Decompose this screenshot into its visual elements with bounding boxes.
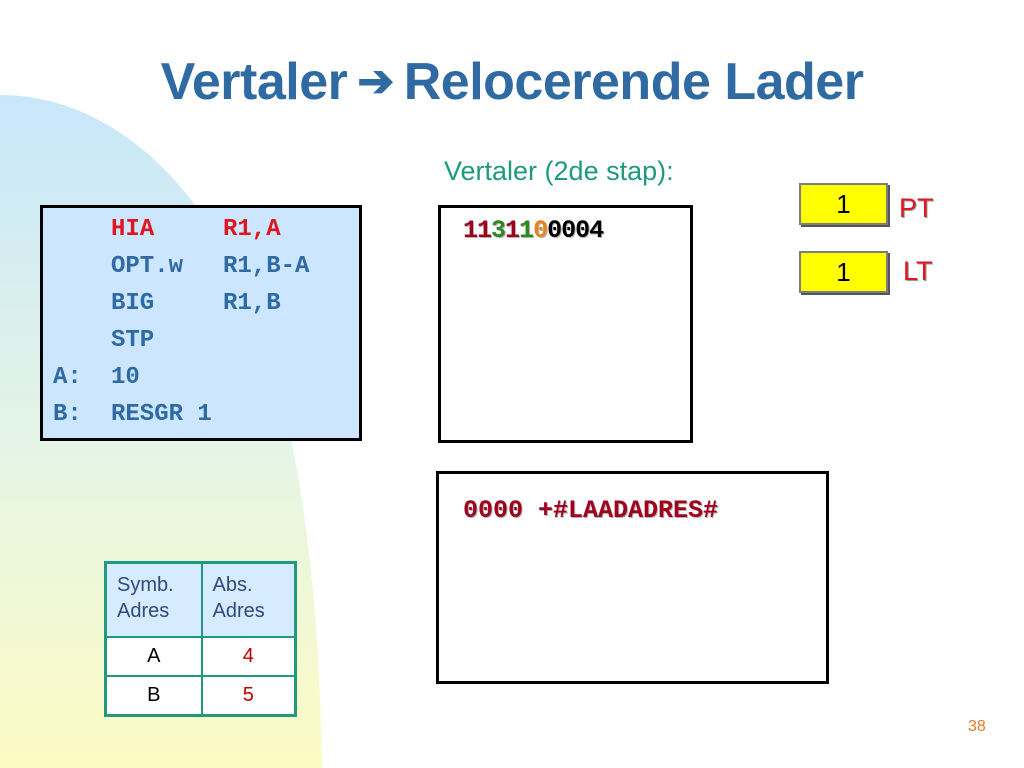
title-left: Vertaler [160, 53, 348, 111]
load-box: 0000 +#LAADADRES# [436, 471, 829, 684]
table-row: B 5 [104, 674, 297, 716]
code-line: A: 10 [53, 364, 223, 391]
table-cell-symbol: A [104, 635, 203, 677]
table-header-row: Symb. Adres Abs. Adres [104, 561, 297, 638]
arrow-right-icon: ➔ [357, 57, 394, 106]
code-line: STP [53, 327, 223, 354]
object-code-segment: 1 [519, 216, 534, 245]
object-code-segment: 0004 [547, 216, 604, 245]
page-number: 38 [968, 718, 986, 735]
code-arg: R1,A [223, 216, 281, 243]
code-line: B: RESGR 1 [53, 401, 223, 428]
subtitle: Vertaler (2de stap): [444, 156, 674, 186]
header-symbol-line: Symb. [117, 574, 174, 596]
symbol-table: Symb. Adres Abs. Adres A 4 B 5 [104, 561, 297, 717]
table-cell-symbol: B [104, 674, 203, 716]
lt-register-box: 1 [799, 251, 888, 293]
code-line: OPT.w R1,B-A [53, 253, 309, 280]
assembly-code-box: HIA R1,A OPT.w R1,B-A BIG R1,B STP A: 10 B: R… [40, 205, 362, 441]
table-row: A 4 [104, 635, 297, 677]
load-line: 0000 +#LAADADRES# [463, 496, 719, 525]
object-code-segment: 3 [491, 216, 506, 245]
object-code-segment: 0 [533, 216, 548, 245]
code-op: 10 [111, 364, 140, 391]
table-header-address: Abs. Adres [200, 561, 297, 638]
code-label: B: [53, 401, 82, 428]
code-line: HIA R1,A [53, 216, 281, 243]
code-op: HIA [111, 216, 155, 243]
object-code-box: 1131100004 [438, 205, 693, 443]
title-right: Relocerende Lader [403, 53, 864, 111]
table-cell-address: 5 [200, 674, 297, 716]
pt-label: PT [899, 193, 934, 223]
code-label: A: [53, 364, 82, 391]
code-op: RESGR 1 [111, 401, 212, 428]
lt-label: LT [903, 256, 933, 286]
code-op: OPT.w [111, 253, 184, 280]
table-header-symbol: Symb. Adres [104, 561, 203, 638]
header-symbol-line: Adres [117, 600, 170, 622]
code-op: STP [111, 327, 155, 354]
object-code-segment: 11 [463, 216, 492, 245]
object-code-segment: 1 [505, 216, 520, 245]
slide-title: Vertaler➔Relocerende Lader [0, 52, 1024, 112]
code-op: BIG [111, 290, 155, 317]
code-arg: R1,B [223, 290, 281, 317]
code-arg: R1,B-A [223, 253, 310, 280]
header-address-line: Adres [212, 600, 265, 622]
table-cell-address: 4 [200, 635, 297, 677]
pt-register-box: 1 [799, 183, 888, 225]
object-code: 1131100004 [463, 216, 604, 245]
header-address-line: Abs. [212, 574, 253, 596]
code-line: BIG R1,B [53, 290, 281, 317]
